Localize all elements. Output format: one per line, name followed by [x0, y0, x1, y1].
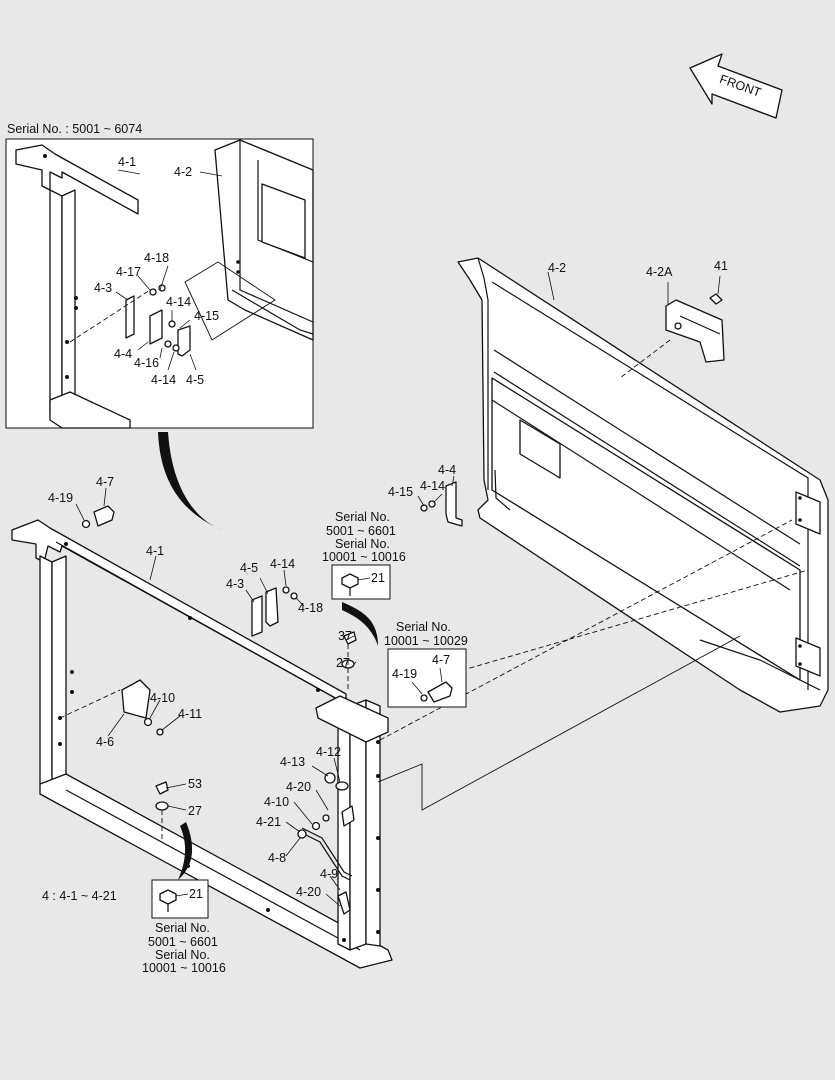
frame-label-4-13: 4-13: [280, 755, 305, 769]
door-label-4-2a: 4-2A: [646, 265, 673, 279]
serial-a-line-2: 5001 ~ 6601: [326, 524, 396, 538]
inset-serial-label: Serial No. : 5001 ~ 6074: [7, 122, 142, 136]
frame-label-4-11: 4-11: [178, 707, 202, 721]
inset-detail: 4-1 4-2 4-18 4-17 4-3 4-14 4-15 4-4 4-16…: [5, 138, 314, 429]
door-latch: [619, 275, 725, 379]
frame-label-4-1: 4-1: [146, 544, 164, 558]
frame-label-4-3: 4-3: [226, 577, 244, 591]
frame-label-53: 53: [188, 777, 202, 791]
serial-a-part: 21: [371, 571, 385, 585]
frame-label-4-10b: 4-10: [264, 795, 289, 809]
door-panel: [457, 257, 829, 713]
door-label-4-14: 4-14: [420, 479, 445, 493]
serial-c-part: 21: [189, 887, 203, 901]
frame-label-4-20b: 4-20: [296, 885, 321, 899]
serial-b-part-top: 4-7: [432, 653, 450, 667]
inset-label-4-1: 4-1: [118, 155, 136, 169]
serial-c-line-1: Serial No.: [155, 921, 210, 935]
frame-parts: [59, 505, 809, 915]
front-arrow: FRONT: [689, 53, 783, 119]
serial-c-line-4: 10001 ~ 10016: [142, 961, 226, 975]
frame-label-4-21: 4-21: [256, 815, 281, 829]
frame-label-4-9: 4-9: [320, 867, 338, 881]
assembly-note: 4 : 4-1 ~ 4-21: [42, 889, 117, 903]
inset-label-4-17: 4-17: [116, 265, 141, 279]
serial-c-connector: [178, 822, 193, 880]
door-label-4-4: 4-4: [438, 463, 456, 477]
serial-b-line-1: Serial No.: [396, 620, 451, 634]
frame-label-4-19: 4-19: [48, 491, 73, 505]
serial-b-line-2: 10001 ~ 10029: [384, 634, 468, 648]
frame-label-4-14: 4-14: [270, 557, 295, 571]
serial-a-connector: [342, 602, 378, 646]
serial-box-c: 21 Serial No. 5001 ~ 6601 Serial No. 100…: [142, 879, 226, 975]
frame-label-37: 37: [338, 629, 352, 643]
frame-label-4-18: 4-18: [298, 601, 323, 615]
serial-a-line-1: Serial No.: [335, 510, 390, 524]
frame-label-4-10: 4-10: [150, 691, 175, 705]
inset-label-4-2: 4-2: [174, 165, 192, 179]
frame-assembly: [11, 519, 393, 969]
inset-label-4-18: 4-18: [144, 251, 169, 265]
inset-label-4-15: 4-15: [194, 309, 219, 323]
frame-label-4-7: 4-7: [96, 475, 114, 489]
inset-label-4-16: 4-16: [134, 356, 159, 370]
frame-label-27b: 27: [336, 656, 350, 670]
frame-label-4-20a: 4-20: [286, 780, 311, 794]
door-label-41: 41: [714, 259, 728, 273]
inset-label-4-14b: 4-14: [151, 373, 176, 387]
serial-b-part-bottom: 4-19: [392, 667, 417, 681]
inset-label-4-14: 4-14: [166, 295, 191, 309]
inset-label-4-4: 4-4: [114, 347, 132, 361]
door-callouts: 4-2 4-2A 41 4-4 4-15 4-14: [388, 259, 728, 507]
serial-box-b: Serial No. 10001 ~ 10029 4-7 4-19: [384, 620, 468, 708]
inset-label-4-3: 4-3: [94, 281, 112, 295]
serial-c-line-3: Serial No.: [155, 948, 210, 962]
serial-a-line-3: Serial No.: [335, 537, 390, 551]
inset-connector: [158, 432, 222, 530]
frame-label-4-5: 4-5: [240, 561, 258, 575]
serial-box-a: 21 Serial No. 5001 ~ 6601 Serial No. 100…: [322, 510, 406, 600]
door-bracket: [420, 481, 463, 527]
frame-label-4-6: 4-6: [96, 735, 114, 749]
serial-a-line-4: 10001 ~ 10016: [322, 550, 406, 564]
serial-c-line-2: 5001 ~ 6601: [148, 935, 218, 949]
door-label-4-15: 4-15: [388, 485, 413, 499]
frame-label-4-12: 4-12: [316, 745, 341, 759]
door-label-4-2: 4-2: [548, 261, 566, 275]
frame-label-27a: 27: [188, 804, 202, 818]
frame-callouts: 4-7 4-19 4-1 4-5 4-14 4-3 4-18 4-10 4-11…: [48, 475, 357, 907]
inset-label-4-5: 4-5: [186, 373, 204, 387]
frame-label-4-8: 4-8: [268, 851, 286, 865]
